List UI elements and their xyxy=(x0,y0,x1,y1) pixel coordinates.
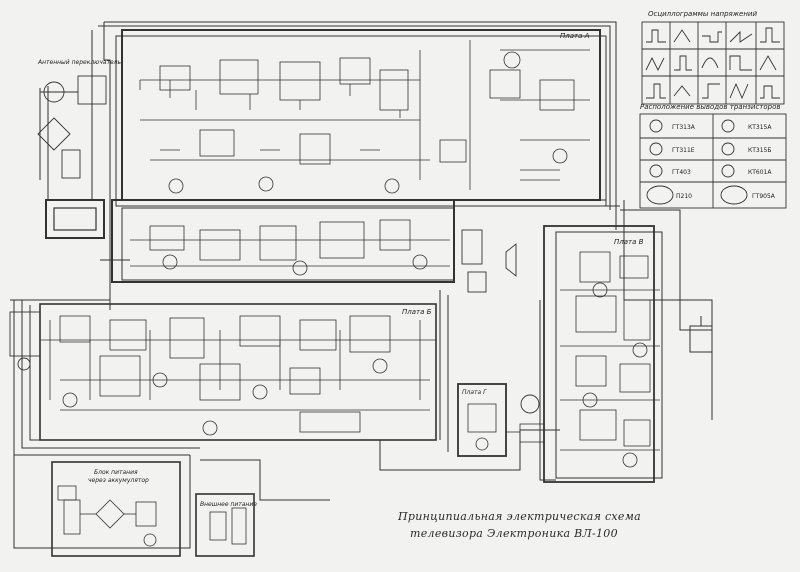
transistor-type: ГТ403 xyxy=(672,169,691,176)
plate-g-frame xyxy=(457,383,507,457)
diagram-caption: Принципиальная электрическая схема телев… xyxy=(398,508,641,542)
transistor-type: ГТ905А xyxy=(752,193,776,200)
tuner-block xyxy=(37,75,107,179)
plate-g-circuitry xyxy=(467,403,545,451)
plate-a-circuitry xyxy=(130,40,590,276)
ext-power-frame xyxy=(195,493,255,557)
psu-label: Блок питания xyxy=(94,469,138,476)
plate-v-frame xyxy=(543,225,663,483)
ext-power-label: Внешнее питание xyxy=(200,501,257,508)
oscillogram-grid xyxy=(641,21,785,105)
plate-b-circuitry xyxy=(40,315,436,436)
transistor-type: ГТ313А xyxy=(672,124,696,131)
plate-b-label: Плата Б xyxy=(402,308,432,316)
caption-line-2: телевизора Электроника ВЛ-100 xyxy=(410,527,618,540)
plate-a-frame xyxy=(111,29,620,283)
transistor-type: КТ315Б xyxy=(748,147,772,154)
transistor-type: П210 xyxy=(676,193,692,200)
plate-v-circuitry xyxy=(560,251,660,468)
ext-power-circuitry xyxy=(209,507,247,545)
psu-circuitry xyxy=(57,485,157,547)
psu-frame xyxy=(51,461,181,557)
plate-v-label: Плата В xyxy=(614,238,644,246)
plate-a-label: Плата А xyxy=(560,32,590,40)
caption-line-1: Принципиальная электрическая схема xyxy=(398,510,641,523)
transistor-type: КТ315А xyxy=(748,124,772,131)
pinout-table xyxy=(639,113,787,209)
transistor-type: ГТ311Е xyxy=(672,147,695,154)
tuner-label: Антенный переключатель xyxy=(37,59,121,66)
pinout-heading: Расположение выводов транзисторов xyxy=(640,103,781,111)
power-regulator xyxy=(45,199,105,239)
deflection-coil xyxy=(689,316,713,353)
plate-g-label: Плата Г xyxy=(462,389,487,396)
speaker-block xyxy=(461,229,540,414)
psu-sub-label: через аккумулятор xyxy=(88,477,149,484)
transistor-type: КТ601А xyxy=(748,169,772,176)
plate-b-input xyxy=(9,311,41,371)
plate-b-frame xyxy=(39,303,437,441)
oscillograms-heading: Осциллограммы напряжений xyxy=(648,10,757,18)
